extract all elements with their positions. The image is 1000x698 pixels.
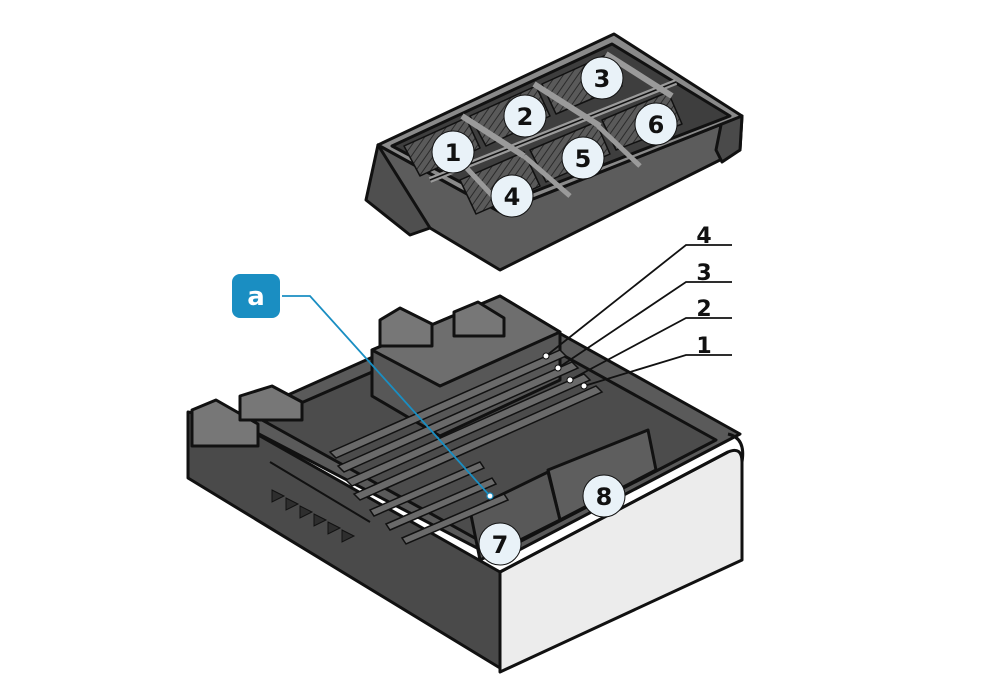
callout-a-dot bbox=[486, 492, 494, 500]
bill-slot-rail-7 bbox=[400, 493, 510, 545]
bill-slot-rail-5 bbox=[368, 461, 486, 517]
tray-compartment-3: 3 bbox=[580, 56, 624, 100]
drawer-compartment-8-label: 8 bbox=[596, 483, 613, 511]
bill-slot-rail-4 bbox=[352, 385, 604, 501]
slot-label-1: 1 bbox=[696, 334, 711, 359]
tray-divider-c bbox=[604, 51, 674, 99]
tray-divider-a bbox=[460, 113, 526, 159]
tray-compartment-3-label: 3 bbox=[594, 65, 611, 93]
slot-leader-1 bbox=[583, 354, 732, 387]
drawer-side-groove bbox=[269, 461, 371, 523]
drawer-side-arrows bbox=[271, 489, 356, 543]
drawer-front-lip bbox=[727, 432, 745, 463]
drawer-post-left2 bbox=[238, 384, 304, 422]
tray-compartment-5: 5 bbox=[561, 136, 605, 180]
tray-divider-e bbox=[522, 154, 572, 198]
slot-label-4: 4 bbox=[696, 224, 711, 249]
tray-compartment-2-label: 2 bbox=[517, 103, 534, 131]
drawer-front-panel bbox=[498, 448, 744, 674]
bill-slot-rail-3 bbox=[344, 373, 592, 487]
bill-slot-rail-6 bbox=[384, 477, 498, 531]
drawer-compartment-7-label: 7 bbox=[492, 531, 509, 559]
slot-leader-2 bbox=[569, 317, 732, 381]
drawer-compartment-8: 8 bbox=[582, 474, 626, 518]
tray-compartment-6: 6 bbox=[634, 102, 678, 146]
drawer-post-back-left bbox=[378, 306, 434, 348]
bill-slot-rail-1 bbox=[328, 349, 568, 459]
bill-slot-rail-2 bbox=[336, 361, 580, 473]
tray-compartment-5-label: 5 bbox=[575, 145, 592, 173]
callout-a-label: a bbox=[247, 282, 265, 312]
callout-a: a bbox=[232, 274, 494, 500]
drawer-compartment-7: 7 bbox=[478, 522, 522, 566]
drawer-post-back-right bbox=[452, 300, 506, 338]
slot-leader-3 bbox=[557, 281, 732, 369]
slot-label-3: 3 bbox=[696, 261, 711, 286]
slot-leader-4 bbox=[545, 244, 732, 357]
callout-a-badge bbox=[232, 274, 280, 318]
drawer-post-left bbox=[190, 398, 260, 448]
slot-leaders bbox=[545, 244, 732, 387]
tray-compartment-4-label: 4 bbox=[504, 183, 521, 211]
coin-tray bbox=[364, 32, 744, 272]
callout-a-leader bbox=[282, 295, 491, 497]
slot-leader-dots bbox=[542, 352, 588, 390]
tray-compartment-2: 2 bbox=[503, 94, 547, 138]
drawer bbox=[186, 294, 745, 674]
slot-label-2: 2 bbox=[696, 297, 711, 322]
tray-compartment-4: 4 bbox=[490, 174, 534, 218]
tray-compartment-1-label: 1 bbox=[445, 139, 462, 167]
tray-compartment-6-label: 6 bbox=[648, 111, 665, 139]
tray-compartment-labels: 1 2 3 4 5 6 bbox=[431, 56, 678, 218]
drawer-compartment-labels: 7 8 bbox=[478, 474, 626, 566]
tray-compartment-1: 1 bbox=[431, 130, 475, 174]
tray-divider-b bbox=[532, 81, 602, 129]
bill-slots bbox=[328, 349, 604, 545]
tray-divider-f bbox=[596, 124, 642, 168]
